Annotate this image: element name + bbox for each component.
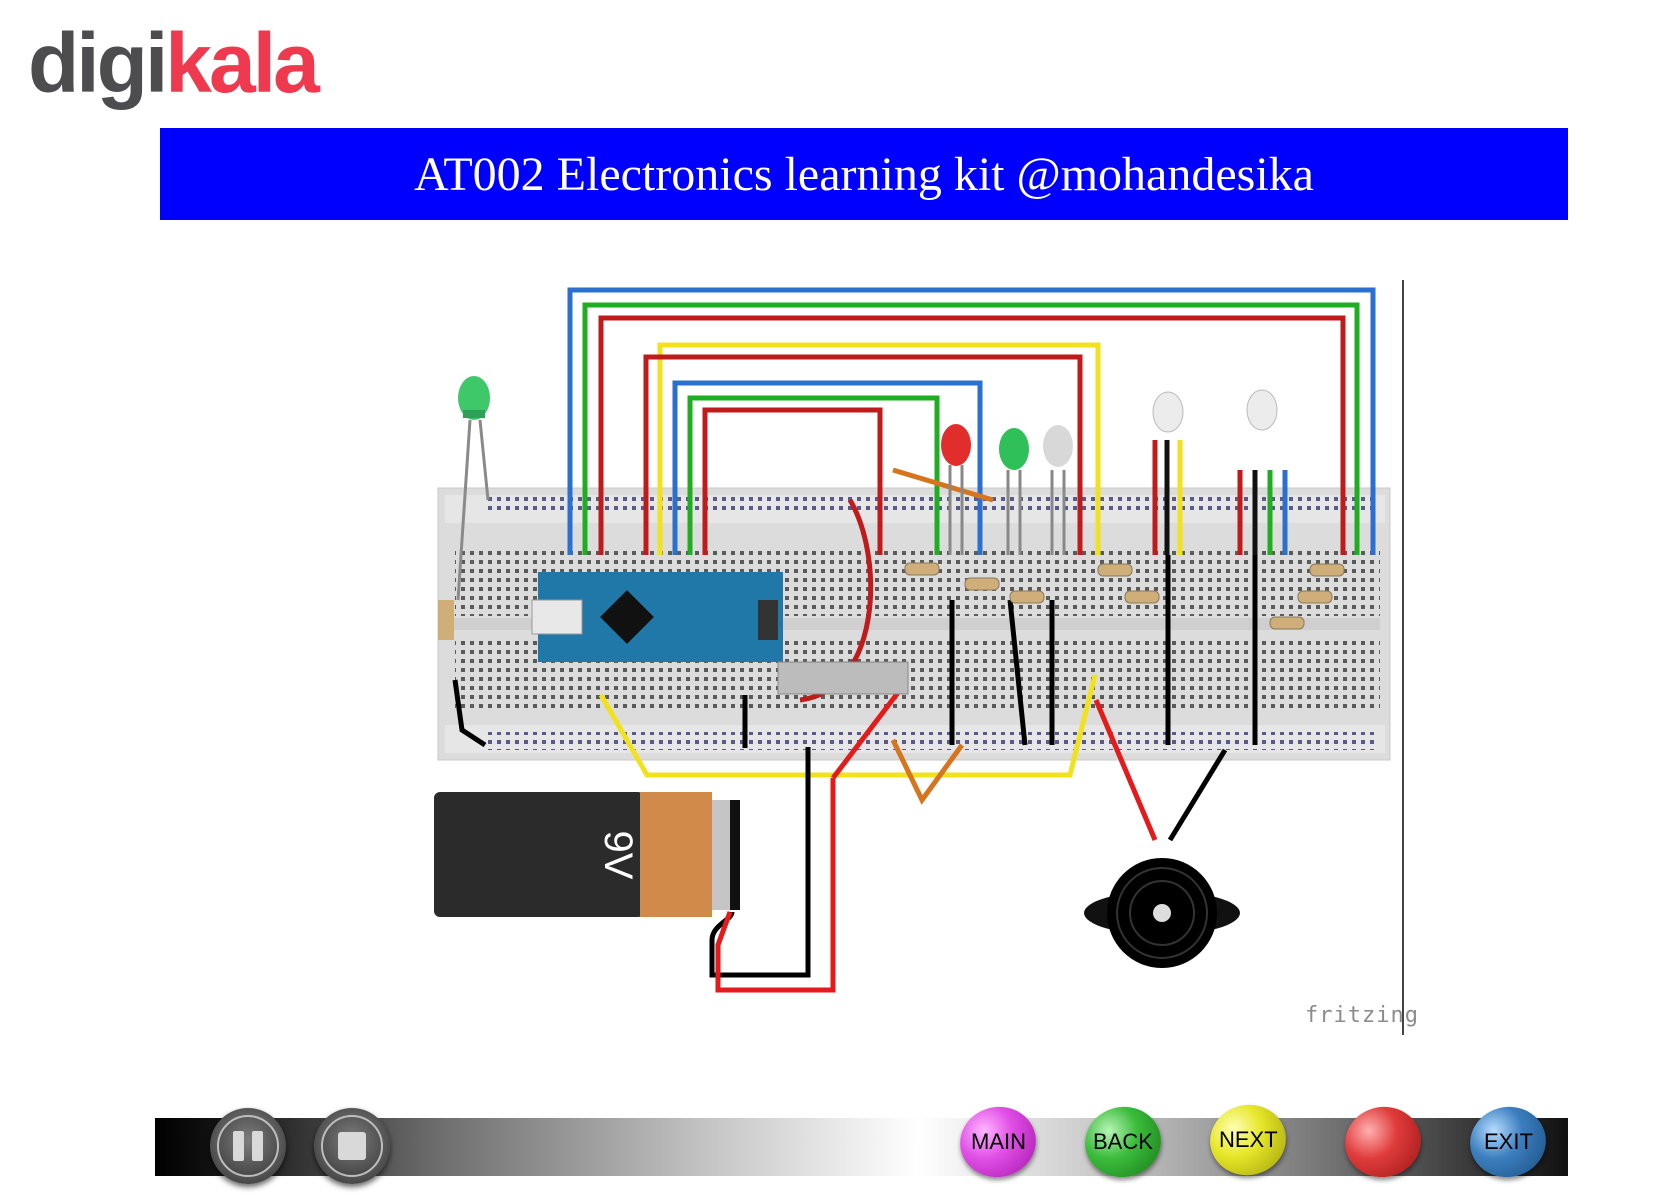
svg-text:digikala: digikala — [28, 20, 321, 110]
exit-button-label: EXIT — [1483, 1129, 1533, 1154]
rgb-led-1 — [1152, 391, 1184, 555]
battery-9v: 9V — [434, 792, 740, 917]
next-button-label: NEXT — [1218, 1127, 1278, 1152]
logo-text-gray: digi — [28, 20, 165, 110]
resistors — [904, 562, 1345, 630]
control-bar — [155, 1118, 1568, 1176]
digikala-logo: digikala — [28, 20, 324, 110]
led-green — [999, 428, 1029, 555]
stop-icon — [321, 1115, 383, 1177]
pause-button[interactable] — [210, 1108, 286, 1184]
stop-button[interactable] — [314, 1108, 390, 1184]
led-red — [941, 424, 971, 555]
led-white — [1043, 425, 1073, 555]
battery-label: 9V — [596, 831, 640, 880]
arduino-nano — [531, 572, 783, 662]
circuit-diagram: 9V — [434, 280, 1404, 1035]
slide-switch — [777, 661, 909, 695]
page-title: AT002 Electronics learning kit @mohandes… — [414, 147, 1314, 201]
title-banner: AT002 Electronics learning kit @mohandes… — [160, 128, 1568, 220]
logo-text-red: kala — [165, 20, 321, 110]
main-button-label: MAIN — [970, 1129, 1026, 1154]
fritzing-credit: fritzing — [1305, 1003, 1419, 1028]
back-button-label: BACK — [1093, 1129, 1153, 1155]
rgb-led-2 — [1237, 389, 1288, 555]
pause-icon — [217, 1115, 279, 1177]
piezo-buzzer — [1084, 858, 1240, 968]
led-left-green — [438, 376, 490, 640]
jumper-wires — [452, 287, 1376, 993]
